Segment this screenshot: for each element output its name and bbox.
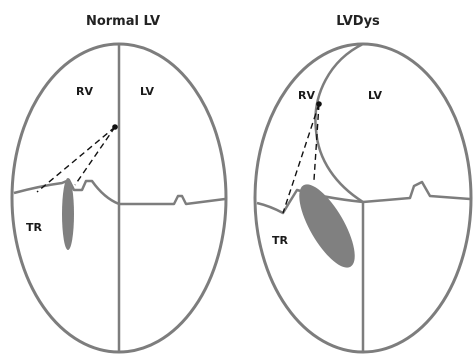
lvdys-title: LVDys (336, 14, 380, 29)
lvdys-rv-label: RV (298, 89, 315, 102)
lvdys-tr-jet (289, 177, 365, 275)
lvdys-panel: LVDys RV LV TR (255, 14, 471, 352)
normal-lv-title: Normal LV (86, 14, 160, 29)
lvdys-papillary-point (316, 101, 322, 107)
normal-tether-line-1 (37, 127, 115, 192)
normal-lv-panel: Normal LV RV LV TR (12, 14, 226, 352)
normal-mitral-valve (119, 196, 225, 204)
normal-papillary-point (112, 124, 118, 130)
normal-tr-label: TR (26, 221, 43, 234)
normal-rv-label: RV (76, 85, 93, 98)
lvdys-mitral-valve (363, 182, 470, 202)
normal-tr-jet (62, 178, 74, 250)
normal-lv-label: LV (140, 85, 154, 98)
lvdys-lv-label: LV (368, 89, 382, 102)
lvdys-tr-label: TR (272, 234, 289, 247)
